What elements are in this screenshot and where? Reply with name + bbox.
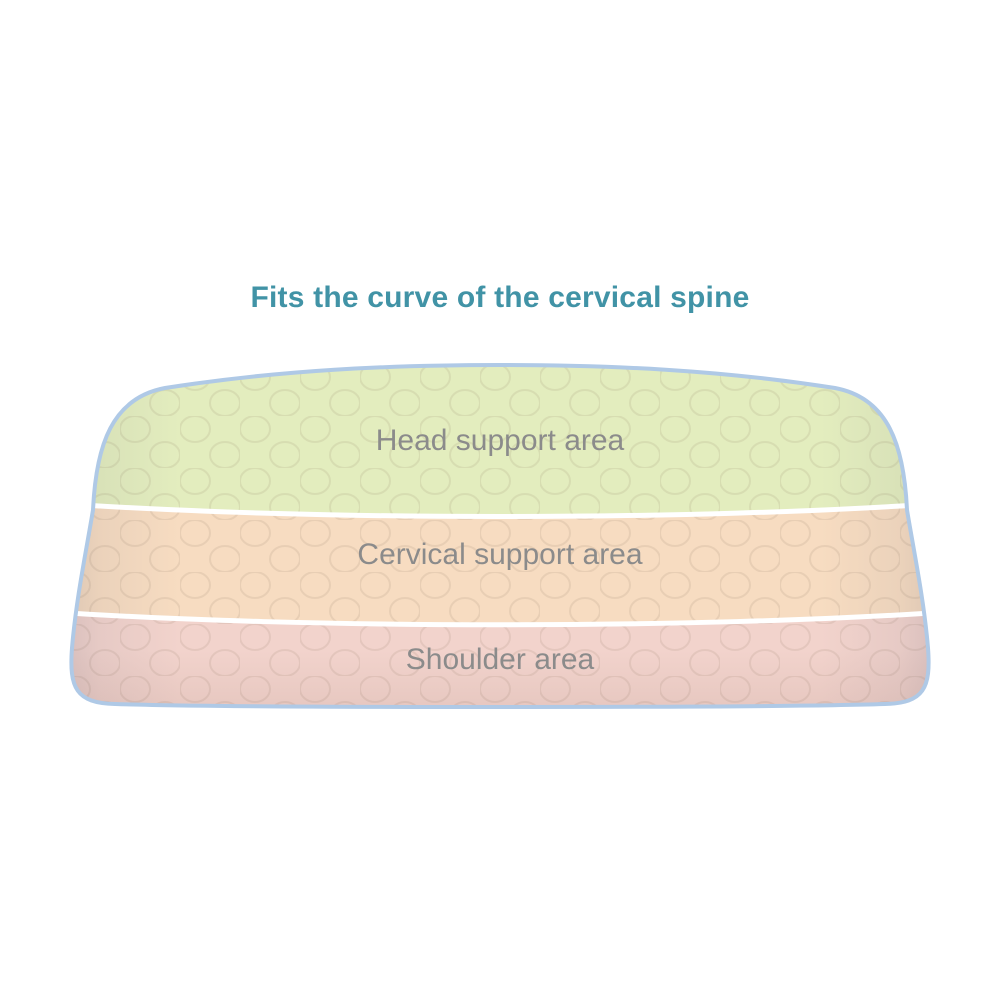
bottom-shading	[71, 365, 929, 707]
zone-label-shoulder: Shoulder area	[405, 643, 595, 676]
seam-cervical-shoulder	[71, 609, 929, 628]
zone-label-head-support: Head support area	[375, 424, 625, 457]
seam-head-cervical	[71, 500, 929, 519]
page-title: Fits the curve of the cervical spine	[250, 281, 750, 314]
pillow-edge-piping	[69, 363, 931, 709]
zone-label-cervical-support: Cervical support area	[357, 538, 643, 571]
